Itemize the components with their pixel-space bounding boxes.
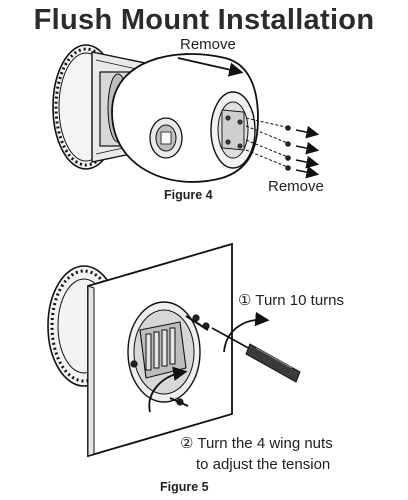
remove-label-top: Remove: [180, 36, 236, 53]
figure-4-drawing: [52, 44, 320, 183]
step-2-label-line2: to adjust the tension: [196, 456, 331, 473]
figure-4-caption: Figure 4: [164, 188, 213, 202]
figure-5-drawing: [47, 242, 301, 458]
screwdriver: [211, 327, 301, 383]
page-title: Flush Mount Installation: [33, 4, 375, 36]
step-2-label-line1: ② Turn the 4 wing nuts: [180, 435, 333, 452]
remove-label-bottom: Remove: [268, 178, 324, 195]
remove-arrow-top: [177, 57, 244, 77]
rotation-arrow-upper: [223, 311, 270, 353]
screws: [285, 125, 291, 171]
rotation-arrow-lower: [148, 366, 188, 413]
step-1-label: ① Turn 10 turns: [238, 292, 344, 309]
figure-5-caption: Figure 5: [160, 480, 209, 494]
